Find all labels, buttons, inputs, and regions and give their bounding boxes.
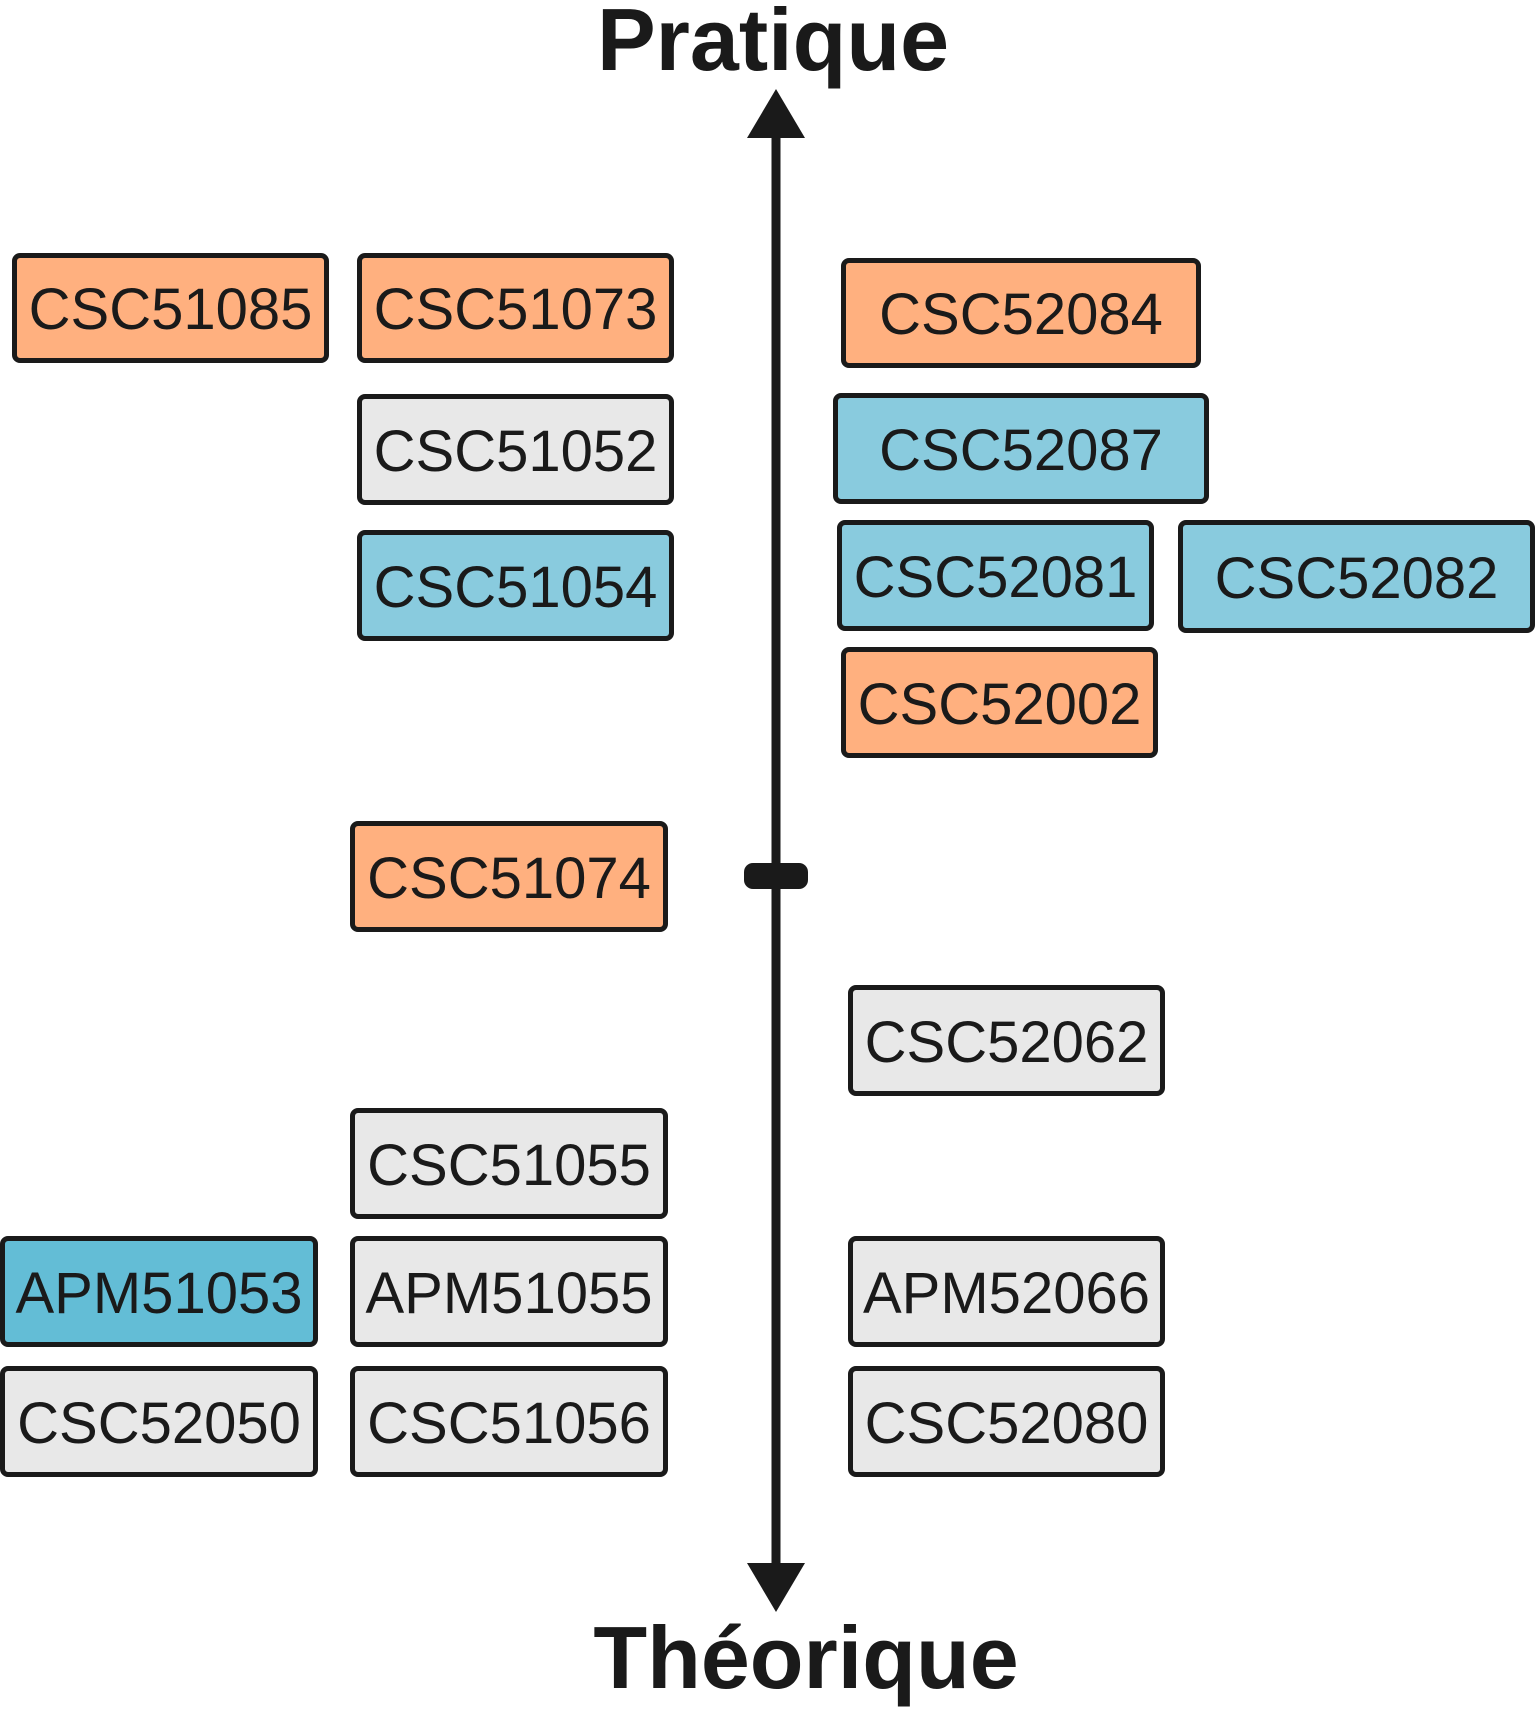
course-box-csc52081: CSC52081 xyxy=(837,520,1154,631)
course-code: CSC51056 xyxy=(367,1390,651,1456)
course-box-csc51085: CSC51085 xyxy=(12,253,329,363)
axis-midpoint-marker xyxy=(744,863,808,889)
course-box-csc52050: CSC52050 xyxy=(0,1366,318,1477)
course-box-csc51074: CSC51074 xyxy=(350,821,668,932)
course-code: APM51055 xyxy=(365,1260,653,1326)
course-code: CSC51074 xyxy=(367,845,651,911)
course-box-csc51055: CSC51055 xyxy=(350,1108,668,1219)
course-code: CSC51052 xyxy=(373,418,658,484)
course-code: CSC51054 xyxy=(373,554,658,620)
course-code: CSC52084 xyxy=(879,282,1163,347)
axis-arrow-up xyxy=(747,89,805,138)
course-code: CSC52050 xyxy=(17,1390,301,1456)
course-box-apm51053: APM51053 xyxy=(0,1236,318,1347)
course-code: APM51053 xyxy=(15,1260,303,1326)
course-code: CSC52087 xyxy=(879,417,1163,483)
course-code: CSC51055 xyxy=(367,1132,651,1198)
course-code: APM52066 xyxy=(863,1260,1150,1326)
course-box-csc51054: CSC51054 xyxy=(357,530,674,641)
course-box-csc52002: CSC52002 xyxy=(841,647,1158,758)
axis-label-bottom: Théorique xyxy=(593,1608,1019,1707)
axis-label-top: Pratique xyxy=(596,0,950,89)
course-box-csc51056: CSC51056 xyxy=(350,1366,668,1477)
course-code: CSC52081 xyxy=(853,544,1138,610)
course-box-csc52084: CSC52084 xyxy=(841,258,1201,368)
course-box-csc52082: CSC52082 xyxy=(1178,520,1535,633)
course-box-apm51055: APM51055 xyxy=(350,1236,668,1347)
axis-arrow-down xyxy=(747,1563,805,1612)
course-code: CSC52082 xyxy=(1214,545,1499,611)
course-code: CSC51085 xyxy=(28,277,313,342)
course-code: CSC52080 xyxy=(864,1390,1149,1456)
course-code: CSC52002 xyxy=(857,671,1142,737)
course-box-apm52066: APM52066 xyxy=(848,1236,1165,1347)
course-box-csc52080: CSC52080 xyxy=(848,1366,1165,1477)
course-box-csc52087: CSC52087 xyxy=(833,393,1209,504)
course-code: CSC52062 xyxy=(864,1009,1149,1075)
course-box-csc52062: CSC52062 xyxy=(848,985,1165,1096)
course-box-csc51052: CSC51052 xyxy=(357,394,674,505)
course-code: CSC51073 xyxy=(373,277,658,342)
course-box-csc51073: CSC51073 xyxy=(357,253,674,363)
